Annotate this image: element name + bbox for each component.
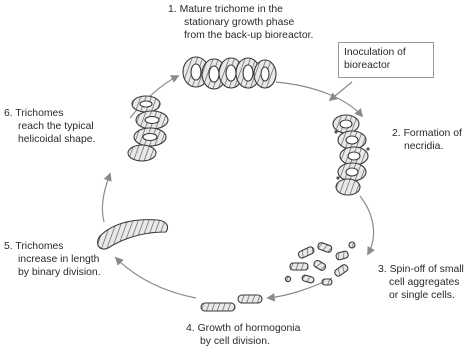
step-text: reach the typical bbox=[4, 120, 95, 133]
step-text: Trichomes bbox=[15, 108, 63, 119]
step-number: 1. bbox=[168, 4, 177, 15]
elongated-trichome-icon bbox=[98, 220, 168, 249]
arrow-2-to-3 bbox=[360, 196, 374, 254]
cell-aggregates-icon bbox=[285, 242, 355, 285]
helicoidal-trichome-icon bbox=[128, 96, 168, 161]
step-5-label: 5. Trichomes increase in length by binar… bbox=[4, 240, 101, 280]
step-text: Mature trichome in the bbox=[180, 4, 283, 15]
step-number: 4. bbox=[186, 323, 195, 334]
step-text: or single cells. bbox=[378, 289, 464, 302]
mature-trichome-icon bbox=[183, 57, 276, 89]
step-2-label: 2. Formation of necridia. bbox=[392, 127, 462, 153]
step-1-label: 1. Mature trichome in the stationary gro… bbox=[168, 3, 313, 43]
hormogonia-icon bbox=[201, 295, 262, 311]
step-6-label: 6. Trichomes reach the typical helicoida… bbox=[4, 107, 95, 147]
step-text: cell aggregates bbox=[378, 276, 464, 289]
step-text: Spin-off of small bbox=[390, 264, 464, 275]
step-text: Growth of hormogonia bbox=[198, 323, 301, 334]
inoculation-box: Inoculation of bioreactor bbox=[338, 42, 434, 78]
arrow-4-to-5 bbox=[116, 258, 196, 298]
step-number: 3. bbox=[378, 264, 387, 275]
step-number: 5. bbox=[4, 241, 13, 252]
step-text: necridia. bbox=[392, 140, 462, 153]
step-text: Formation of bbox=[404, 128, 462, 139]
arrow-inoculation bbox=[330, 82, 352, 100]
step-number: 2. bbox=[392, 128, 401, 139]
step-text: from the back-up bioreactor. bbox=[168, 29, 313, 42]
inoculation-text: bioreactor bbox=[344, 59, 428, 72]
inoculation-text: Inoculation of bbox=[344, 46, 428, 59]
step-text: by binary division. bbox=[4, 266, 101, 279]
arrow-5-to-6 bbox=[102, 174, 110, 222]
step-text: Trichomes bbox=[15, 241, 63, 252]
step-4-label: 4. Growth of hormogonia by cell division… bbox=[186, 322, 300, 348]
step-3-label: 3. Spin-off of small cell aggregates or … bbox=[378, 263, 464, 303]
step-text: increase in length bbox=[4, 253, 101, 266]
step-text: by cell division. bbox=[186, 335, 300, 348]
step-text: helicoidal shape. bbox=[4, 133, 95, 146]
necridia-trichome-icon bbox=[333, 115, 368, 195]
step-number: 6. bbox=[4, 108, 13, 119]
step-text: stationary growth phase bbox=[168, 16, 313, 29]
arrow-1-to-2 bbox=[276, 82, 362, 116]
